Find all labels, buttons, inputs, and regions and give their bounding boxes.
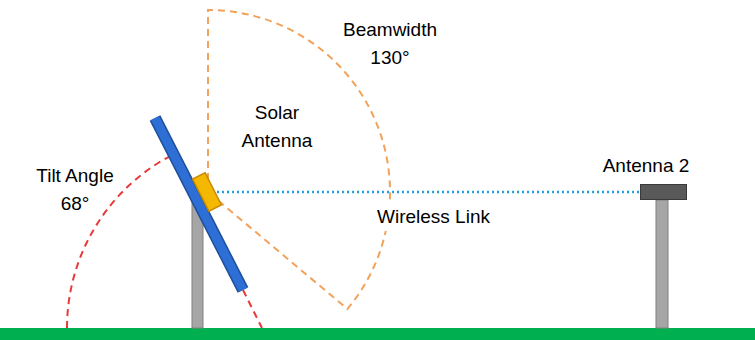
antenna-shape (197, 173, 217, 211)
solar-panel (155, 118, 243, 290)
tilt-angle-label: Tilt Angle 68° (20, 162, 130, 218)
link-label: Wireless Link (374, 203, 493, 231)
antenna-box: Antenna 2 (640, 184, 687, 200)
node-label: Antenna 2 (591, 152, 701, 180)
node-label: Solar Antenna (227, 99, 327, 155)
beamwidth-label: Beamwidth 130° (335, 16, 445, 72)
antenna-patch (193, 173, 222, 211)
solar-panel-face (155, 118, 243, 290)
tilt-extension (243, 290, 262, 328)
wireless-link (217, 191, 640, 194)
pole (656, 200, 668, 328)
solar-antenna: Solar Antenna (197, 173, 217, 211)
ground (0, 328, 755, 340)
